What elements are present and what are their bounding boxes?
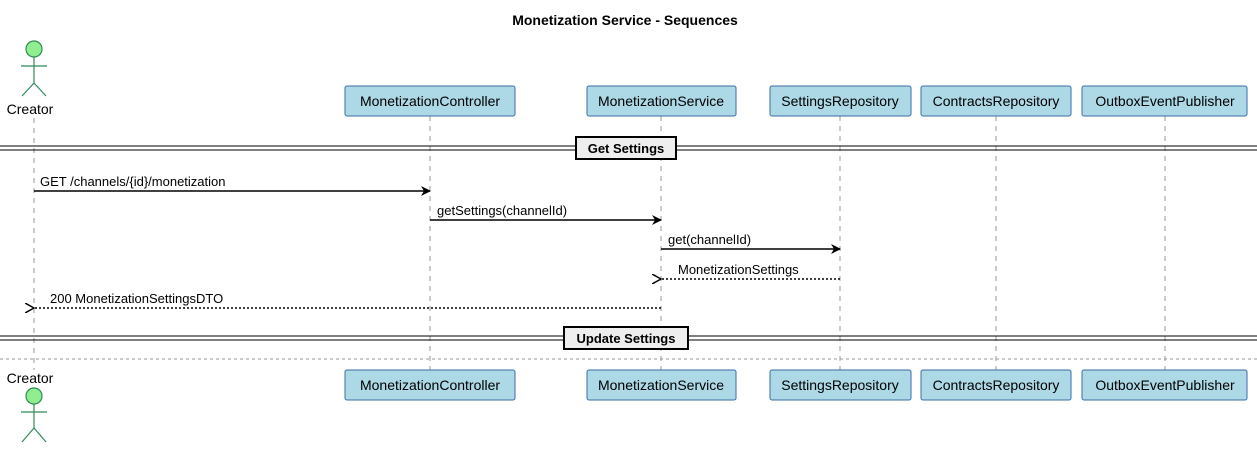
participant-contracts-repository-top: ContractsRepository [920,85,1072,117]
participant-label: MonetizationService [598,93,724,109]
participant-label: OutboxEventPublisher [1095,93,1235,109]
actor-label: Creator [7,370,54,386]
participant-monetization-service-top: MonetizationService [586,85,737,117]
section-label: Get Settings [588,141,665,156]
message-label: 200 MonetizationSettingsDTO [50,291,223,306]
message-label: get(channelId) [668,232,751,247]
participant-contracts-repository-bottom: ContractsRepository [920,369,1072,401]
participant-label: SettingsRepository [781,377,899,393]
participant-label: ContractsRepository [933,377,1060,393]
message-return-monetization-settings: MonetizationSettings [661,262,840,279]
message-get-channel-id: get(channelId) [661,232,841,254]
participant-monetization-controller-top: MonetizationController [344,85,516,117]
section-separator-update-settings: Update Settings [0,326,1257,350]
message-get-settings: getSettings(channelId) [430,203,662,225]
actor-icon [21,387,47,443]
message-get-channels-monetization: GET /channels/{id}/monetization [34,174,431,196]
participant-label: OutboxEventPublisher [1095,377,1235,393]
participant-label: MonetizationService [598,377,724,393]
participant-monetization-controller-bottom: MonetizationController [344,369,516,401]
diagram-title: Monetization Service - Sequences [512,12,738,28]
actor-label: Creator [7,101,54,117]
participant-outbox-event-publisher-top: OutboxEventPublisher [1081,85,1248,117]
participant-monetization-service-bottom: MonetizationService [586,369,737,401]
participant-label: SettingsRepository [781,93,899,109]
participant-label: ContractsRepository [933,93,1060,109]
participant-label: MonetizationController [360,93,500,109]
message-label: getSettings(channelId) [437,203,567,218]
actor-creator-top: Creator [7,40,54,117]
message-return-200-dto: 200 MonetizationSettingsDTO [34,291,661,308]
participant-label: MonetizationController [360,377,500,393]
participant-settings-repository-bottom: SettingsRepository [769,369,912,401]
message-label: MonetizationSettings [678,262,799,277]
participant-settings-repository-top: SettingsRepository [769,85,912,117]
section-label: Update Settings [577,331,676,346]
section-separator-get-settings: Get Settings [0,136,1257,160]
message-label: GET /channels/{id}/monetization [40,174,226,189]
actor-icon [21,40,47,97]
participant-outbox-event-publisher-bottom: OutboxEventPublisher [1081,369,1248,401]
actor-creator-bottom: Creator [7,370,54,443]
